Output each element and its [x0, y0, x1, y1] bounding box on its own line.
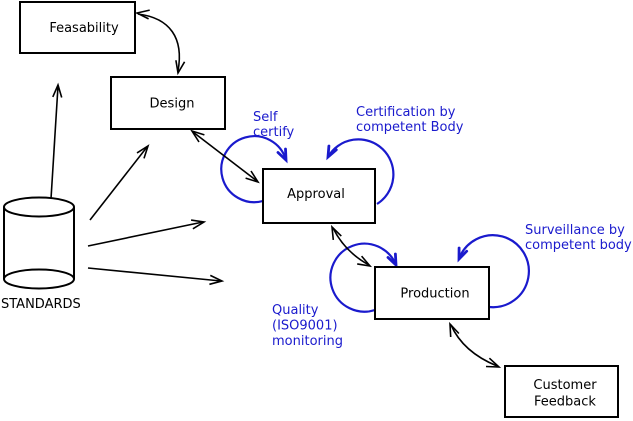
self-loop-self-certify: [220, 135, 288, 204]
surveillance-annotation-line2: competent body: [525, 238, 632, 253]
quality-loop-arc: [329, 242, 398, 313]
arrow-approval-production: [330, 224, 373, 268]
node-feasability: [19, 1, 136, 54]
node-design: [110, 76, 226, 130]
node-customer-feedback: [504, 365, 619, 418]
quality-annotation-line1: Quality: [272, 303, 319, 318]
surveillance-loop-arc: [457, 234, 530, 309]
arrow-feasability-design: [134, 9, 186, 76]
customer-feedback-label-line2: Feedback: [534, 395, 596, 410]
design-label: Design: [150, 97, 195, 112]
arrow-design-approval: [190, 129, 260, 184]
surveillance-arrowhead-icon: [457, 246, 469, 263]
self-loop-certification: [326, 138, 395, 205]
standards-database-icon: [3, 196, 75, 290]
surveillance-annotation-line1: Surveillance by: [525, 223, 625, 238]
quality-annotation-line3: monitoring: [272, 334, 343, 349]
production-label: Production: [400, 287, 469, 302]
arrow-standards-to-approval: [87, 219, 207, 247]
node-production: [374, 266, 490, 320]
feasability-label: Feasability: [49, 21, 119, 36]
arrow-standards-to-production: [87, 267, 225, 286]
arrow-standards-to-feasability: [50, 82, 63, 200]
arrow-standards-to-design: [89, 144, 150, 221]
quality-annotation-line2: (ISO9001): [272, 319, 338, 334]
self-certify-annotation-line1: Self: [253, 110, 278, 125]
customer-feedback-label-line1: Customer: [533, 378, 597, 393]
self-certify-arrowhead-icon: [276, 147, 288, 164]
self-certify-loop-arc: [220, 135, 288, 204]
arrow-production-customer-feedback: [449, 321, 502, 368]
quality-arrowhead-icon: [386, 252, 398, 269]
certification-annotation-line2: competent Body: [356, 120, 464, 135]
certification-annotation-line1: Certification by: [356, 105, 456, 120]
approval-label: Approval: [287, 187, 345, 202]
certification-loop-arc: [327, 138, 395, 205]
node-approval: [262, 168, 376, 224]
standards-label: STANDARDS: [1, 297, 81, 312]
self-loop-quality-monitoring: [329, 242, 398, 313]
certification-arrowhead-icon: [326, 144, 338, 161]
self-loop-surveillance: [457, 234, 530, 309]
self-certify-annotation-line2: certify: [253, 125, 295, 140]
